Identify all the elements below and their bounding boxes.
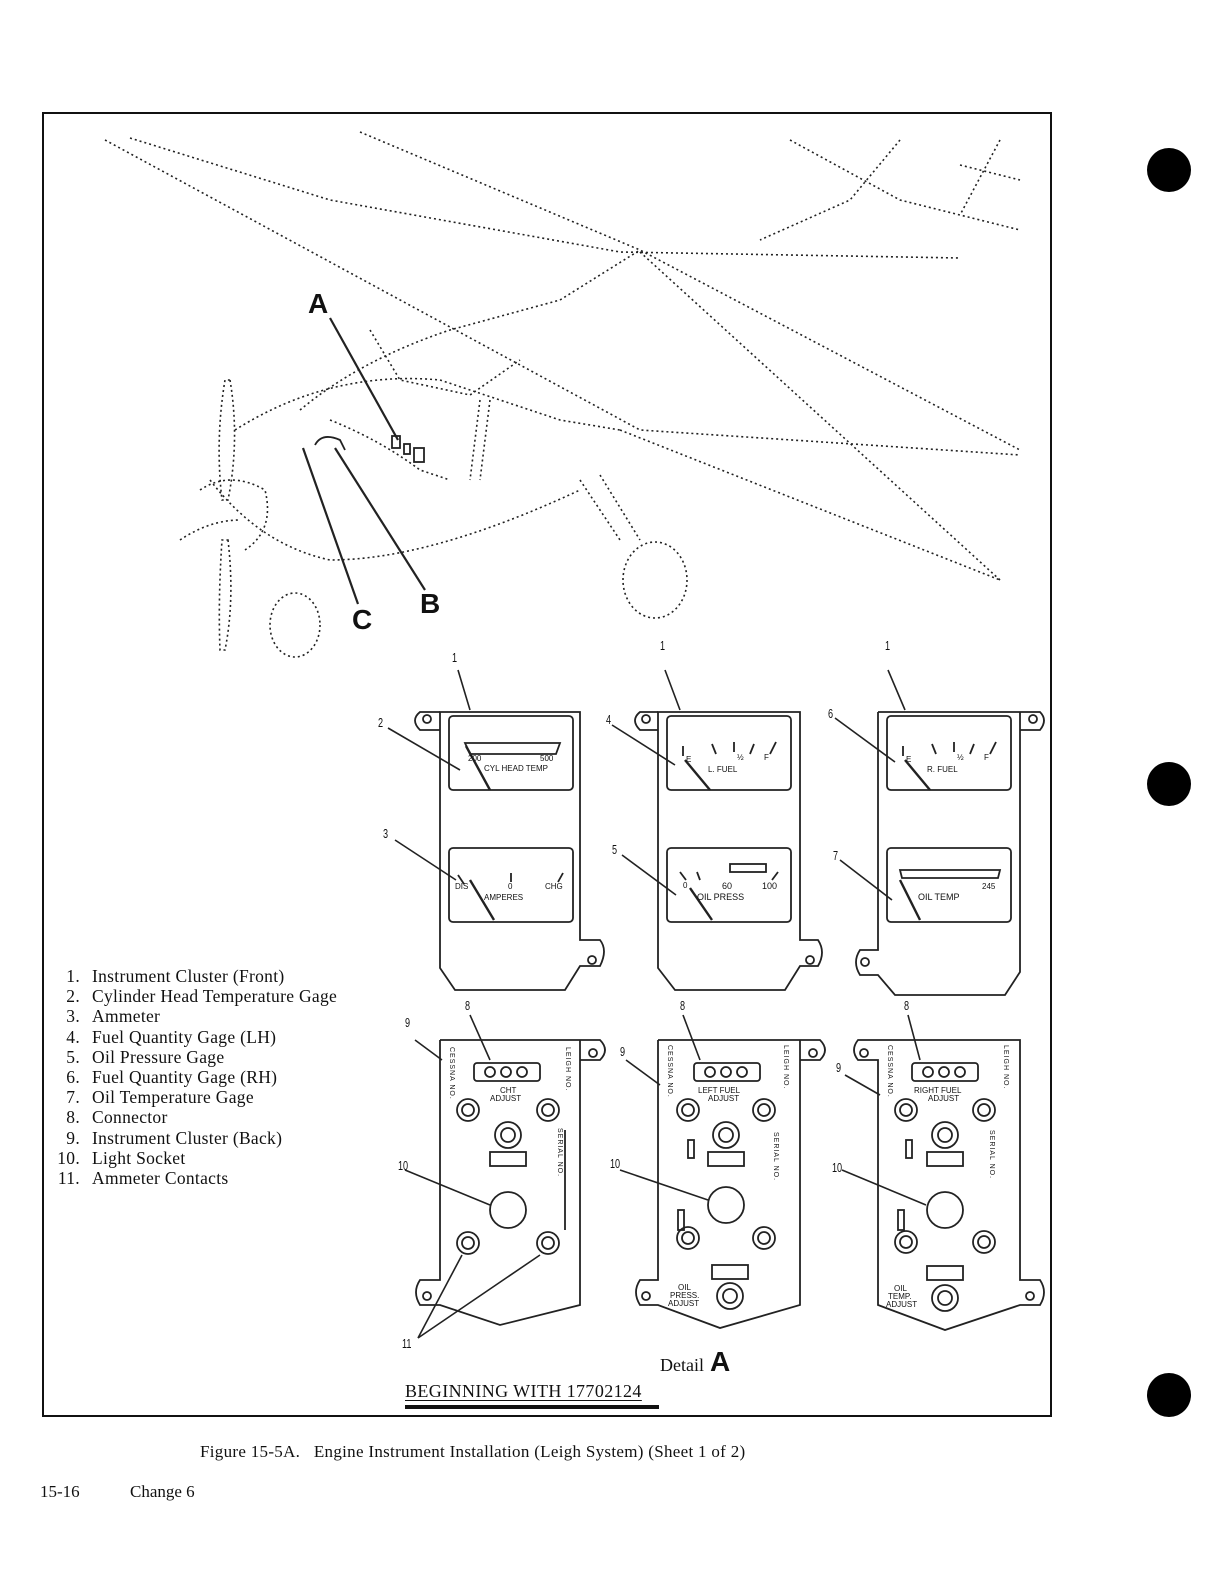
callout-8-left: 8 <box>465 998 471 1013</box>
legend-item: 1.Instrument Cluster (Front) <box>66 966 285 986</box>
legend-item: 11.Ammeter Contacts <box>57 1168 229 1189</box>
callout-4: 4 <box>606 712 612 727</box>
legend-item: 10.Light Socket <box>57 1147 186 1168</box>
callout-8-right: 8 <box>904 998 910 1013</box>
back-right-bot1: OIL <box>894 1284 907 1293</box>
callout-leaders <box>387 669 927 1339</box>
ammeter-dis-label: DIS <box>455 882 468 891</box>
back-left-leigh-no: LEIGH NO. <box>564 1047 571 1091</box>
instrument-cluster-back-middle <box>635 1039 826 1329</box>
rfuel-gauge-label: R. FUEL <box>927 765 958 774</box>
back-right-serial-no: SERIAL NO. <box>988 1130 995 1179</box>
back-middle-bot1: OIL <box>678 1283 691 1292</box>
aircraft-callout-c: C <box>352 604 373 635</box>
instrument-cluster-front-left <box>414 711 605 991</box>
change-number: Change 6 <box>130 1482 195 1501</box>
callout-6: 6 <box>828 706 834 721</box>
detail-letter: A <box>709 1346 731 1377</box>
back-right-bot2: TEMP. <box>888 1292 911 1301</box>
back-left-serial-no: SERIAL NO. <box>556 1128 563 1177</box>
rfuel-full-label: F <box>984 753 989 762</box>
oilp-mid-label: 60 <box>722 881 732 891</box>
back-middle-adj1: LEFT FUEL <box>698 1086 741 1095</box>
back-left-adj2: ADJUST <box>490 1094 521 1103</box>
legend-item: 5.Oil Pressure Gage <box>66 1046 225 1067</box>
legend-item: 6.Fuel Quantity Gage (RH) <box>66 1067 278 1088</box>
back-right-cessna-no: CESSNA NO. <box>886 1045 893 1098</box>
cht-max-label: 500 <box>540 754 554 763</box>
back-middle-cessna-no: CESSNA NO. <box>666 1045 673 1098</box>
legend-item: 8.Connector <box>66 1107 168 1128</box>
legend-item: 2.Cylinder Head Temperature Gage <box>66 986 338 1007</box>
back-middle-leigh-no: LEIGH NO. <box>782 1045 789 1089</box>
back-middle-serial-no: SERIAL NO. <box>772 1132 779 1181</box>
back-middle-bot3: ADJUST <box>668 1299 699 1308</box>
callout-9-middle: 9 <box>620 1044 626 1059</box>
instrument-cluster-back-left <box>415 1039 606 1326</box>
rfuel-empty-label: E <box>906 755 911 764</box>
effectivity-underline-bar <box>405 1405 659 1409</box>
callout-10-middle: 10 <box>610 1156 621 1171</box>
revision-bullet <box>1147 762 1191 806</box>
aircraft-drawing <box>104 131 1021 658</box>
back-left-adj1: CHT <box>500 1086 517 1095</box>
callout-2: 2 <box>378 715 384 730</box>
lfuel-empty-label: E <box>686 755 691 764</box>
callout-9-left: 9 <box>405 1015 411 1030</box>
revision-bullet <box>1147 148 1191 192</box>
instrument-cluster-front-middle <box>634 711 823 991</box>
lfuel-half-label: ½ <box>737 753 744 762</box>
callout-9-right: 9 <box>836 1060 842 1075</box>
back-middle-adj2: ADJUST <box>708 1094 739 1103</box>
ammeter-chg-label: CHG <box>545 882 563 891</box>
aircraft-callout-a: A <box>308 288 329 319</box>
lfuel-gauge-label: L. FUEL <box>708 765 738 774</box>
rfuel-half-label: ½ <box>957 753 964 762</box>
ammeter-zero-label: 0 <box>508 882 513 891</box>
cht-min-label: 200 <box>468 754 482 763</box>
oilp-max-label: 100 <box>762 881 777 891</box>
callout-5: 5 <box>612 842 618 857</box>
oilp-zero-label: 0 <box>683 881 688 890</box>
lfuel-full-label: F <box>764 753 769 762</box>
back-right-bot3: ADJUST <box>886 1300 917 1309</box>
instrument-cluster-back-right <box>853 1039 1045 1331</box>
callout-1-left: 1 <box>452 650 458 665</box>
callout-1-middle: 1 <box>660 638 666 653</box>
oilt-max-label: 245 <box>982 882 996 891</box>
legend-item: 7.Oil Temperature Gage <box>66 1087 254 1108</box>
callout-1-right: 1 <box>885 638 891 653</box>
page-number: 15-16 <box>40 1482 80 1501</box>
back-right-adj1: RIGHT FUEL <box>914 1086 962 1095</box>
oilp-gauge-label: OIL PRESS <box>697 892 744 902</box>
ammeter-gauge-label: AMPERES <box>484 893 523 902</box>
callout-7: 7 <box>833 848 839 863</box>
parts-legend: 1.Instrument Cluster (Front) 2.Cylinder … <box>50 966 337 1188</box>
back-right-leigh-no: LEIGH NO. <box>1002 1045 1009 1089</box>
callout-11: 11 <box>402 1336 412 1351</box>
back-left-cessna-no: CESSNA NO. <box>448 1047 455 1100</box>
effectivity-note: BEGINNING WITH 17702124 <box>405 1381 642 1401</box>
callout-8-middle: 8 <box>680 998 686 1013</box>
oilt-gauge-label: OIL TEMP <box>918 892 960 902</box>
aircraft-callout-b: B <box>420 588 441 619</box>
back-right-adj2: ADJUST <box>928 1094 959 1103</box>
back-middle-bot2: PRESS. <box>670 1291 699 1300</box>
callout-10-right: 10 <box>832 1160 843 1175</box>
callout-10-left: 10 <box>398 1158 409 1173</box>
figure-frame <box>42 112 1052 1417</box>
callout-3: 3 <box>383 826 389 841</box>
legend-item: 3.Ammeter <box>66 1006 161 1027</box>
legend-item: 4.Fuel Quantity Gage (LH) <box>66 1026 277 1047</box>
instrument-cluster-front-right <box>855 711 1045 996</box>
legend-item: 9.Instrument Cluster (Back) <box>66 1127 283 1148</box>
cht-gauge-label: CYL HEAD TEMP <box>484 764 548 773</box>
revision-bullet <box>1147 1373 1191 1417</box>
figure-caption: Figure 15-5A. Engine Instrument Installa… <box>200 1442 746 1461</box>
